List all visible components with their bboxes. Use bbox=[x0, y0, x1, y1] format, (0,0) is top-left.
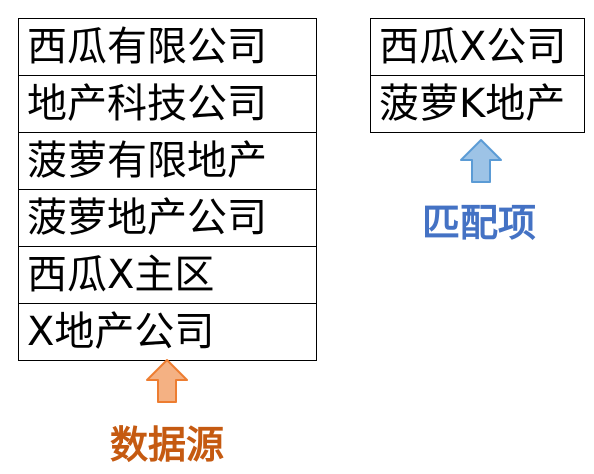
source-cell: 菠萝地产公司 bbox=[18, 189, 317, 247]
table-row: 菠萝地产公司 bbox=[18, 189, 317, 247]
up-arrow-icon bbox=[460, 139, 502, 183]
table-row: X地产公司 bbox=[18, 303, 317, 361]
source-caption: 数据源 bbox=[109, 423, 224, 467]
table-row: 菠萝K地产 bbox=[370, 75, 585, 133]
match-caption: 匹配项 bbox=[421, 201, 536, 245]
source-cell: 地产科技公司 bbox=[18, 75, 317, 133]
match-cell: 菠萝K地产 bbox=[370, 75, 585, 133]
table-row: 菠萝有限地产 bbox=[18, 132, 317, 190]
table-row: 西瓜有限公司 bbox=[18, 18, 317, 76]
table-row: 西瓜X公司 bbox=[370, 18, 585, 76]
source-cell: 菠萝有限地产 bbox=[18, 132, 317, 190]
table-row: 西瓜X主区 bbox=[18, 246, 317, 304]
source-cell: 西瓜有限公司 bbox=[18, 18, 317, 76]
match-cell: 西瓜X公司 bbox=[370, 18, 585, 76]
match-arrow-shape bbox=[460, 139, 502, 183]
source-cell: X地产公司 bbox=[18, 303, 317, 361]
source-cell: 西瓜X主区 bbox=[18, 246, 317, 304]
table-row: 地产科技公司 bbox=[18, 75, 317, 133]
source-table: 西瓜有限公司 地产科技公司 菠萝有限地产 菠萝地产公司 西瓜X主区 X地产公司 bbox=[18, 18, 317, 361]
up-arrow-icon bbox=[146, 359, 188, 403]
source-arrow-shape bbox=[146, 359, 188, 403]
match-table: 西瓜X公司 菠萝K地产 bbox=[370, 18, 585, 133]
